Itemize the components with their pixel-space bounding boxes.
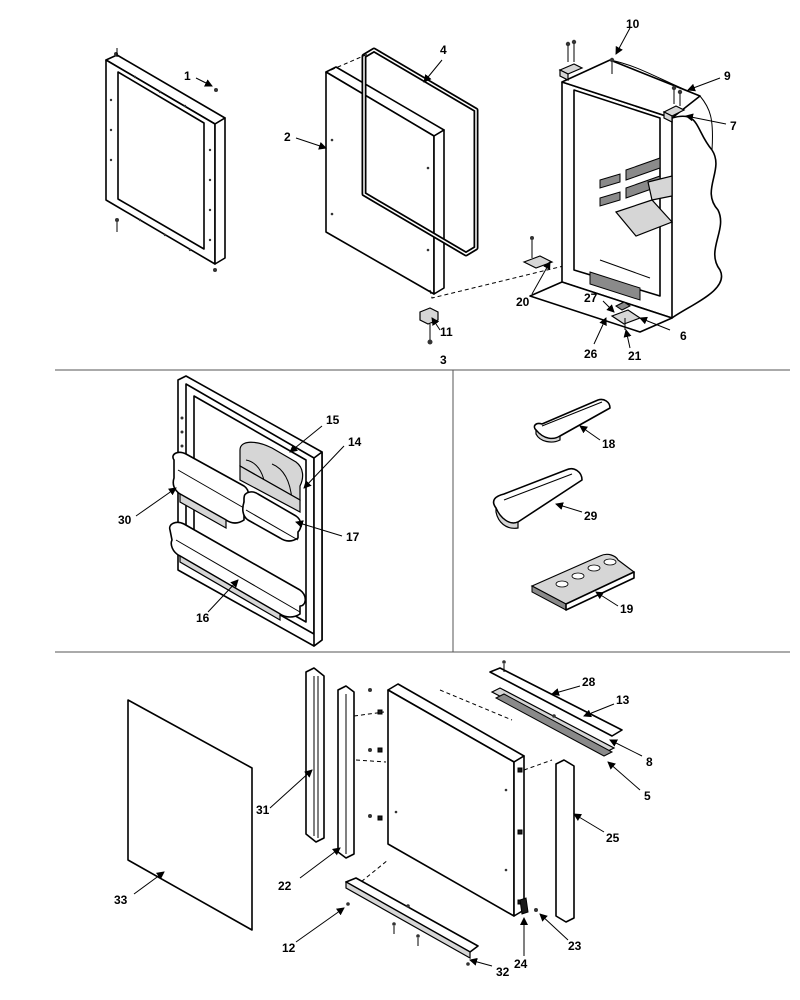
callout-16: 16 (196, 611, 210, 625)
callout-29: 29 (584, 509, 598, 523)
callout-2: 2 (284, 130, 291, 144)
callout-31: 31 (256, 803, 270, 817)
dashed-guides-bottom (353, 689, 553, 887)
callout-24: 24 (514, 957, 528, 971)
callout-23: 23 (568, 939, 582, 953)
callout-3: 3 (440, 353, 447, 367)
gasket-part-4 (361, 47, 479, 257)
callout-4: 4 (440, 43, 447, 57)
callout-11: 11 (440, 325, 453, 339)
callout-8: 8 (646, 755, 653, 769)
callout-19: 19 (620, 602, 634, 616)
callout-9: 9 (724, 69, 731, 83)
callout-30: 30 (118, 513, 132, 527)
callout-6: 6 (680, 329, 687, 343)
trim-strip-part-25 (555, 759, 575, 923)
callout-32: 32 (496, 965, 510, 979)
callout-13: 13 (616, 693, 630, 707)
top-rail-part-28-13 (489, 660, 623, 757)
callout-33: 33 (114, 893, 128, 907)
section1-leaders (195, 27, 727, 349)
callout-15: 15 (326, 413, 340, 427)
callout-5: 5 (644, 789, 651, 803)
frame-part-1 (105, 48, 226, 272)
section2-leaders (135, 425, 345, 613)
callout-17: 17 (346, 530, 360, 544)
callout-21: 21 (628, 349, 642, 363)
callout-20: 20 (516, 295, 530, 309)
panel-part-33 (127, 699, 253, 931)
door-interior-assembly (168, 375, 323, 647)
callout-27: 27 (584, 291, 598, 305)
hinge-part-11 (419, 307, 439, 345)
door-bin-upper-right-part-17 (242, 491, 302, 542)
section3-leaders (133, 685, 643, 967)
trim-strip-part-31 (305, 667, 325, 843)
door-front-bottom (368, 683, 525, 917)
cabinet (522, 39, 723, 333)
bottom-rail-part-32 (345, 877, 479, 966)
callout-25: 25 (606, 831, 620, 845)
callout-28: 28 (582, 675, 596, 689)
callout-22: 22 (278, 879, 292, 893)
egg-tray-part-19 (530, 553, 636, 611)
part-24-23 (519, 897, 538, 915)
trim-strip-part-22 (337, 685, 355, 859)
dairy-compartment-part-14 (239, 441, 304, 513)
callout-7: 7 (730, 119, 737, 133)
callout-1: 1 (184, 69, 191, 83)
shelf-part-29 (492, 467, 583, 529)
callout-26: 26 (584, 347, 598, 361)
shelf-part-18 (533, 398, 611, 443)
section2-right-leaders (555, 425, 619, 607)
callout-labels: 1 2 4 10 9 7 11 3 20 27 6 21 26 15 14 30… (114, 17, 737, 979)
door-panel-part-2 (325, 66, 445, 295)
callout-10: 10 (626, 17, 640, 31)
callout-14: 14 (348, 435, 362, 449)
callout-18: 18 (602, 437, 616, 451)
section-dividers (55, 369, 790, 653)
callout-12: 12 (282, 941, 296, 955)
